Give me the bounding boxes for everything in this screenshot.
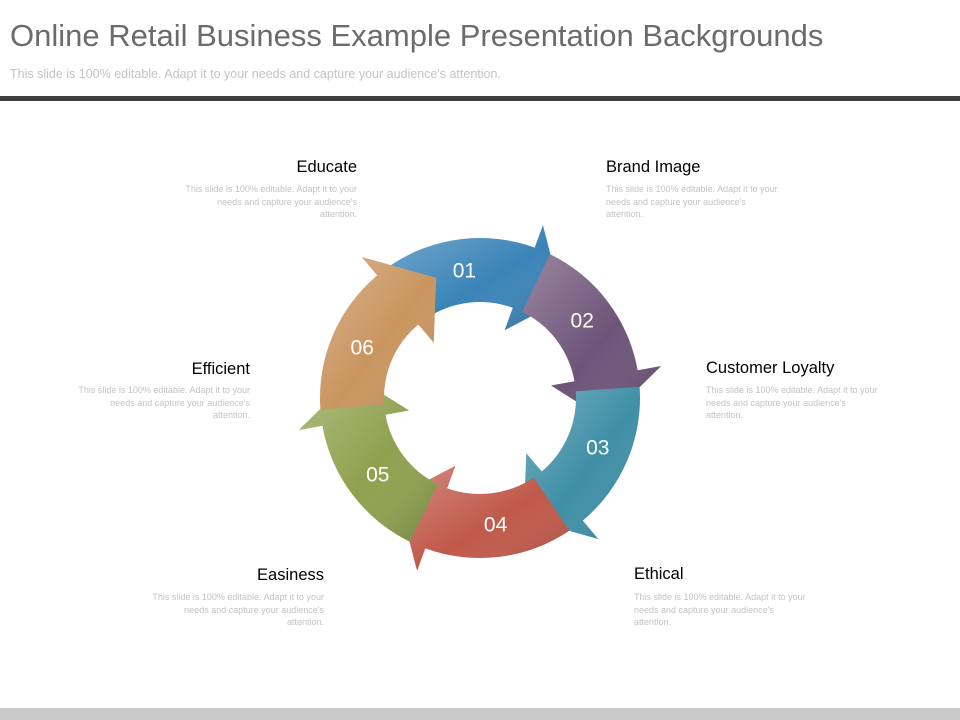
step-03-description: This slide is 100% editable. Adapt it to… xyxy=(634,592,806,627)
step-number-05: 05 xyxy=(366,464,389,487)
step-01-title: Brand Image xyxy=(606,158,701,176)
slide-title: Online Retail Business Example Presentat… xyxy=(10,18,824,53)
cycle-arrow-shading-02 xyxy=(522,254,662,421)
step-03-title: Ethical xyxy=(634,565,684,583)
slide-subtitle: This slide is 100% editable. Adapt it to… xyxy=(10,67,501,81)
step-05-title: Efficient xyxy=(191,360,250,378)
step-number-04: 04 xyxy=(484,514,508,537)
step-05-description: This slide is 100% editable. Adapt it to… xyxy=(78,385,250,420)
step-02-title: Customer Loyalty xyxy=(706,359,835,377)
title-divider xyxy=(0,96,960,101)
step-number-06: 06 xyxy=(351,337,374,360)
step-number-02: 02 xyxy=(571,310,594,333)
step-04-title: Easiness xyxy=(257,566,324,584)
footer-bar xyxy=(0,708,960,720)
cycle-arrow-shading-06 xyxy=(320,257,437,410)
step-number-03: 03 xyxy=(586,437,609,460)
step-number-01: 01 xyxy=(453,260,476,283)
step-06-description: This slide is 100% editable. Adapt it to… xyxy=(185,184,357,219)
cycle-arrow-shading-05 xyxy=(298,375,438,542)
cycle-arrow-shading-04 xyxy=(397,465,570,571)
cycle-arrow-shading-03 xyxy=(523,386,640,539)
step-01-description: This slide is 100% editable. Adapt it to… xyxy=(606,184,778,219)
step-02-description: This slide is 100% editable. Adapt it to… xyxy=(706,385,878,420)
step-06-title: Educate xyxy=(296,158,357,176)
step-04-description: This slide is 100% editable. Adapt it to… xyxy=(152,592,324,627)
